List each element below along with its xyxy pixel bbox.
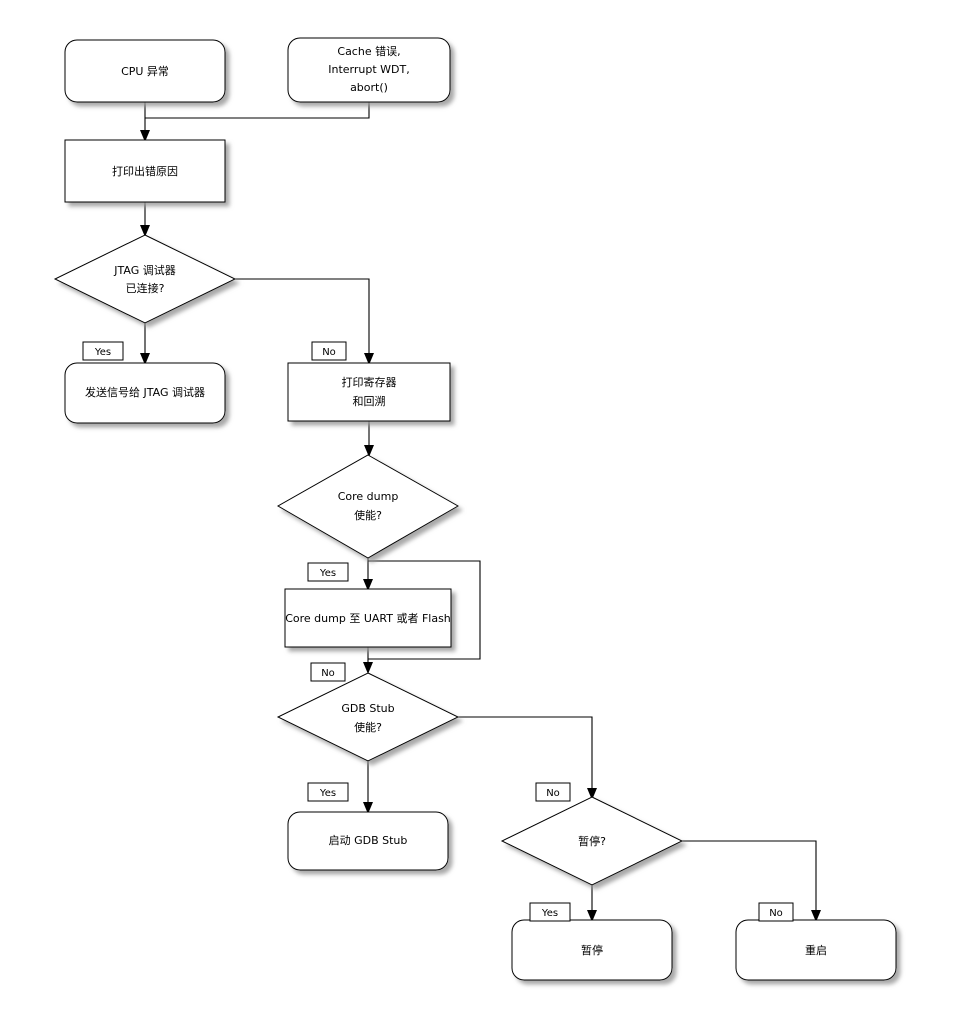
node-coredump-decision-line1: Core dump	[338, 490, 399, 503]
node-coredump-decision-line2: 使能?	[354, 508, 382, 522]
edge-label-halt-yes-text: Yes	[541, 908, 558, 919]
edge-label-coredump-no: No	[310, 662, 346, 682]
edge-label-gdbstub-no-text: No	[546, 788, 560, 799]
edge-label-halt-no: No	[758, 902, 794, 922]
node-coredump-action-label: Core dump 至 UART 或者 Flash	[285, 612, 451, 625]
node-cache-error[interactable]: Cache 错误, Interrupt WDT, abort()	[287, 37, 451, 103]
node-cache-error-line3: abort()	[350, 81, 388, 94]
node-gdbstub-action[interactable]: 启动 GDB Stub	[287, 811, 449, 871]
arrowhead-to-print-reason	[140, 130, 150, 142]
node-halt-decision-label: 暂停?	[578, 834, 606, 848]
node-cpu-exception-label: CPU 异常	[121, 65, 169, 78]
edge-label-jtag-no-text: No	[322, 347, 336, 358]
edge-label-halt-no-text: No	[769, 908, 783, 919]
node-cache-error-line1: Cache 错误,	[337, 44, 400, 58]
node-jtag-decision[interactable]: JTAG 调试器 已连接?	[53, 234, 237, 324]
node-gdbstub-decision[interactable]: GDB Stub 使能?	[276, 672, 460, 762]
edge-label-coredump-no-text: No	[321, 668, 335, 679]
arrowhead-to-jtag	[140, 225, 150, 237]
arrowhead-to-reboot-action	[811, 910, 821, 922]
node-send-signal-label: 发送信号给 JTAG 调试器	[85, 385, 205, 399]
edge-label-jtag-yes: Yes	[82, 341, 124, 361]
edge-label-halt-yes: Yes	[529, 902, 571, 922]
arrowhead-to-gdbstub-decision	[363, 662, 373, 674]
edge-halt-no	[682, 840, 817, 915]
edge-gdbstub-no	[458, 716, 593, 793]
edge-label-coredump-yes-text: Yes	[319, 568, 336, 579]
node-jtag-decision-line2: 已连接?	[126, 282, 165, 295]
node-print-registers[interactable]: 打印寄存器 和回溯	[287, 362, 451, 422]
arrowhead-to-halt-action	[587, 910, 597, 922]
node-gdbstub-decision-line2: 使能?	[354, 720, 382, 734]
edge-label-gdbstub-no: No	[535, 782, 571, 802]
node-cpu-exception[interactable]: CPU 异常	[64, 39, 226, 103]
edge-label-jtag-yes-text: Yes	[94, 347, 111, 358]
edge-cache-to-merge	[145, 102, 370, 119]
edge-label-jtag-no: No	[311, 341, 347, 361]
arrowhead-to-coredump-decision	[364, 445, 374, 457]
node-print-reason[interactable]: 打印出错原因	[64, 139, 226, 203]
node-print-reason-label: 打印出错原因	[112, 164, 178, 178]
node-cache-error-line2: Interrupt WDT,	[328, 63, 409, 76]
node-reboot-action-label: 重启	[805, 943, 827, 957]
node-halt-action-label: 暂停	[581, 943, 603, 957]
node-halt-action[interactable]: 暂停	[511, 919, 673, 981]
node-coredump-decision[interactable]: Core dump 使能?	[276, 454, 460, 559]
arrowhead-to-halt-decision	[587, 788, 597, 800]
edge-jtag-no	[235, 278, 370, 358]
edge-label-gdbstub-yes-text: Yes	[319, 788, 336, 799]
node-coredump-action[interactable]: Core dump 至 UART 或者 Flash	[284, 588, 452, 648]
node-gdbstub-action-label: 启动 GDB Stub	[329, 834, 408, 847]
edges-layer	[140, 102, 821, 922]
arrowhead-to-coredump-action	[363, 579, 373, 591]
node-send-signal[interactable]: 发送信号给 JTAG 调试器	[64, 362, 226, 424]
node-gdbstub-decision-line1: GDB Stub	[341, 702, 394, 715]
node-print-registers-line1: 打印寄存器	[342, 375, 397, 389]
edge-label-coredump-yes: Yes	[307, 562, 349, 582]
node-print-registers-line2: 和回溯	[353, 395, 386, 408]
arrowhead-to-print-registers	[364, 353, 374, 365]
node-halt-decision[interactable]: 暂停?	[500, 796, 684, 886]
node-jtag-decision-line1: JTAG 调试器	[113, 264, 175, 277]
edge-coredump-no-bypass	[368, 560, 481, 660]
arrowhead-to-gdbstub-action	[363, 802, 373, 814]
edge-label-gdbstub-yes: Yes	[307, 782, 349, 802]
arrowhead-to-send-signal	[140, 353, 150, 365]
node-reboot-action[interactable]: 重启	[735, 919, 897, 981]
